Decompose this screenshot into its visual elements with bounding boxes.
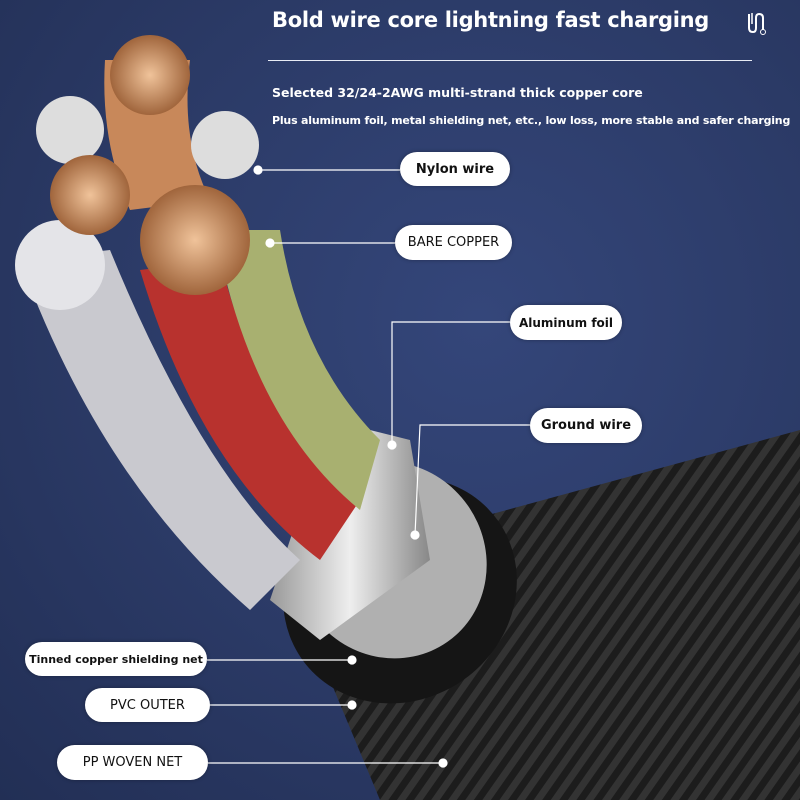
divider [268,60,752,61]
label-pp-woven-net: PP WOVEN NET [57,745,208,780]
label-pvc-outer: PVC OUTER [85,688,210,722]
nylon-strand-end [36,96,104,164]
description: Plus aluminum foil, metal shielding net,… [272,114,791,127]
strand-ends [15,35,259,310]
silver-strand-bundle [20,250,300,610]
cable-icon [748,12,766,35]
page-title: Bold wire core lightning fast charging [272,8,710,32]
copper-strand-end [50,155,130,235]
aluminum-foil [270,420,430,640]
label-bare-copper: BARE COPPER [395,225,512,260]
red-insulated-wire [140,260,360,560]
leader-lines [207,165,530,768]
label-ground-wire: Ground wire [530,408,642,443]
copper-strand-end [140,185,250,295]
silver-strand-end [15,220,105,310]
label-tinned-copper-shielding-net: Tinned copper shielding net [25,642,207,676]
copper-strand-end [110,35,190,115]
label-nylon-wire: Nylon wire [400,152,510,186]
subtitle: Selected 32/24-2AWG multi-strand thick c… [272,85,643,100]
nylon-strand-end [191,111,259,179]
label-aluminum-foil: Aluminum foil [510,305,622,340]
green-insulated-wire [215,230,380,510]
pp-woven-outer-jacket [330,430,800,800]
